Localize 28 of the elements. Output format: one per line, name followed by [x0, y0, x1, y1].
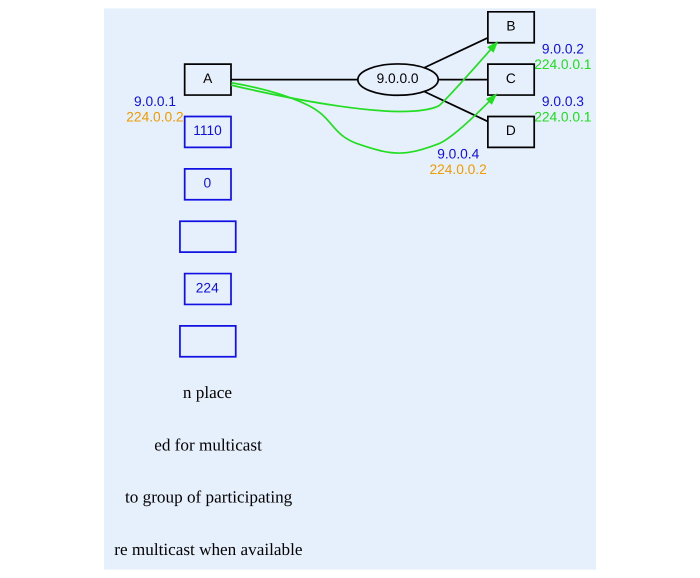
node-label: 224.0.0.1 — [534, 109, 592, 124]
node-ellipse: 9.0.0.0 — [357, 63, 440, 96]
connector — [424, 37, 488, 68]
node-box: 1110 — [184, 116, 232, 148]
node-box: D — [487, 116, 536, 148]
node-label: 224.0.0.2 — [126, 109, 184, 124]
node-label: 224.0.0.1 — [534, 57, 592, 72]
node-box: C — [487, 63, 536, 96]
node-box — [179, 325, 237, 358]
node-label: 9.0.0.3 — [542, 94, 584, 110]
label: ed for multicast — [154, 435, 262, 454]
arrow — [231, 82, 498, 154]
connector — [231, 78, 358, 80]
node-label: 9.0.0.4 — [437, 146, 480, 162]
node-box: 224 — [184, 272, 232, 306]
label: re multicast when available — [114, 540, 302, 560]
label: n place — [182, 382, 232, 402]
node-box: A — [184, 63, 232, 96]
node-label: 9.0.0.1 — [134, 94, 176, 110]
connector — [424, 90, 488, 122]
node-label: 224.0.0.2 — [430, 162, 487, 177]
node-box — [179, 220, 237, 253]
node-label: 9.0.0.2 — [542, 42, 584, 57]
label: to group of participating — [125, 488, 292, 507]
node-box: 0 — [184, 168, 232, 201]
node-box: B — [487, 10, 536, 44]
arrow — [230, 40, 498, 112]
connector — [438, 78, 488, 80]
